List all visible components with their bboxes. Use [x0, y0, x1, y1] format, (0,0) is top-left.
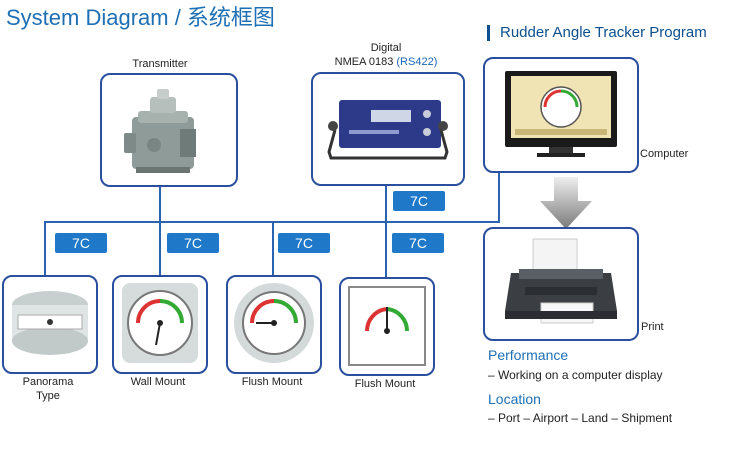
- nmea-text: NMEA 0183: [334, 56, 394, 68]
- wire-flush-2: [385, 221, 387, 277]
- device-label: Type: [36, 390, 60, 402]
- cable-tag: 7C: [392, 233, 444, 253]
- program-title: Rudder Angle Tracker Program: [487, 25, 707, 41]
- wall-mount-gauge: [122, 283, 198, 363]
- device-label: Wall Mount: [130, 376, 186, 388]
- nmea-label: NMEA 0183 (RS422): [311, 56, 461, 68]
- device-label: Flush Mount: [354, 378, 416, 390]
- wire-computer: [498, 170, 500, 223]
- location-items: – Port – Airport – Land – Shipment: [488, 411, 673, 425]
- arrow-down-icon: [540, 177, 592, 229]
- cable-tag: 7C: [278, 233, 330, 253]
- cable-tag: 7C: [55, 233, 107, 253]
- rs422-text: (RS422): [396, 56, 438, 68]
- digital-converter-box: [311, 72, 465, 186]
- flush-mount-gauge: [234, 283, 314, 363]
- print-label: Print: [641, 321, 664, 333]
- location-heading: Location: [488, 391, 541, 407]
- computer-box: [483, 57, 639, 173]
- transmitter-image: [124, 89, 196, 173]
- wire-panorama: [44, 221, 46, 275]
- wall-mount-box: [112, 275, 208, 374]
- panorama-box: [2, 275, 98, 374]
- flush-mount-square-gauge: [348, 286, 426, 366]
- flush-mount-box: [339, 277, 435, 376]
- transmitter-box: [100, 73, 238, 187]
- flush-mount-box: [226, 275, 322, 374]
- converter-image: [327, 100, 449, 160]
- panorama-image: [12, 291, 88, 355]
- page-title: System Diagram / 系统框图: [6, 5, 275, 30]
- transmitter-label: Transmitter: [132, 58, 188, 70]
- computer-label: Computer: [640, 148, 689, 160]
- performance-heading: Performance: [488, 347, 569, 363]
- cable-tag: 7C: [167, 233, 219, 253]
- digital-label: Digital: [370, 42, 402, 54]
- wire-flush-1: [272, 221, 274, 275]
- device-label: Panorama: [22, 376, 74, 388]
- device-label: Flush Mount: [241, 376, 303, 388]
- computer-image: [505, 71, 617, 157]
- wire-digital: [385, 184, 387, 222]
- printer-image: [505, 238, 617, 324]
- cable-tag: 7C: [393, 191, 445, 211]
- wire-wall: [159, 221, 161, 275]
- wire-transmitter: [159, 184, 161, 222]
- printer-box: [483, 227, 639, 341]
- performance-item: – Working on a computer display: [488, 368, 663, 382]
